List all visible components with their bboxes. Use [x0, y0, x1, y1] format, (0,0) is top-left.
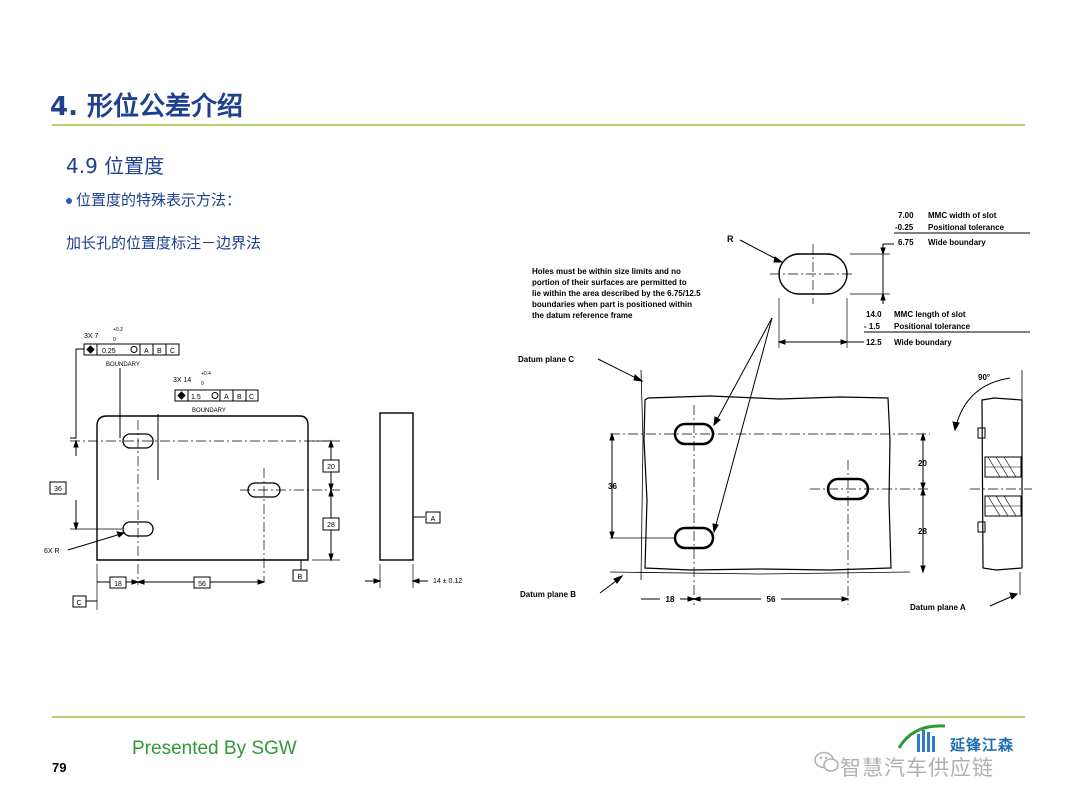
svg-text:12.5: 12.5 [866, 338, 882, 347]
svg-text:+0.2: +0.2 [113, 327, 123, 333]
svg-text:+0.4: +0.4 [201, 371, 211, 377]
svg-text:Wide boundary: Wide boundary [928, 238, 986, 247]
svg-text:0: 0 [113, 337, 116, 343]
header-divider [52, 124, 1025, 126]
svg-text:MMC length of slot: MMC length of slot [894, 310, 966, 319]
svg-text:Positional tolerance: Positional tolerance [928, 223, 1005, 232]
left-drawing: 3X 7 +0.2 0 0.25 A B C BOUNDARY 3X 14 +0… [44, 327, 462, 610]
datum-plane-b: Datum plane B [520, 590, 576, 599]
svg-text:A: A [144, 348, 149, 355]
svg-text:7.00: 7.00 [898, 211, 914, 220]
method-text: 加长孔的位置度标注－边界法 [66, 234, 262, 252]
watermark-text: 智慧汽车供应链 [840, 756, 994, 780]
svg-text:B: B [237, 394, 242, 401]
note-line-1: Holes must be within size limits and no [532, 267, 681, 276]
side-view [379, 412, 414, 561]
page-number: 79 [52, 760, 67, 775]
svg-text:Wide boundary: Wide boundary [894, 338, 952, 347]
svg-text:A: A [224, 394, 229, 401]
fcf2 [174, 389, 259, 402]
svg-text:B: B [157, 348, 162, 355]
callout2-qty: 3X 14 [173, 377, 191, 384]
r-dim-36: 36 [608, 482, 617, 491]
dim-18: 18 [114, 581, 122, 588]
svg-text:6.75: 6.75 [898, 238, 914, 247]
note-line-4: boundaries when part is positioned withi… [532, 300, 692, 309]
angle-90: 90° [978, 373, 990, 382]
side-section [981, 397, 1023, 571]
datum-plane-c: Datum plane C [518, 355, 574, 364]
svg-text:-0.25: -0.25 [895, 223, 914, 232]
dim-36: 36 [54, 486, 62, 493]
section-subtitle: 4.9 位置度 [66, 154, 165, 178]
svg-text:14.0: 14.0 [866, 310, 882, 319]
brand-logo-icon [897, 724, 946, 752]
note-line-3: lie within the area described by the 6.7… [532, 289, 701, 298]
datum-c-label: C [76, 600, 81, 607]
r-dim-18: 18 [666, 595, 675, 604]
svg-text:MMC width of slot: MMC width of slot [928, 211, 997, 220]
r-dim-56: 56 [767, 595, 776, 604]
footer-divider [52, 716, 1025, 718]
fcf1-tol: 0.25 [102, 348, 116, 355]
dim-28: 28 [327, 522, 335, 529]
r-dim-20: 20 [918, 459, 927, 468]
svg-text:C: C [249, 394, 254, 401]
brand-name: 延锋江森 [950, 736, 1015, 754]
svg-text:Positional tolerance: Positional tolerance [894, 322, 971, 331]
datum-a-label: A [431, 516, 436, 523]
callout1-qty: 3X 7 [84, 333, 99, 340]
part-outline [96, 415, 309, 561]
boundary-label-2: BOUNDARY [192, 408, 226, 414]
right-drawing: Holes must be within size limits and no … [518, 211, 1032, 612]
svg-text:- 1.5: - 1.5 [864, 322, 881, 331]
boundary-label-1: BOUNDARY [106, 362, 140, 368]
svg-text:0: 0 [201, 381, 204, 387]
r-dim-28: 28 [918, 527, 927, 536]
wechat-icon [814, 751, 839, 772]
position-symbol-icon [86, 345, 95, 354]
r-label: R [727, 234, 734, 244]
dim-thickness: 14 ± 0.12 [433, 578, 462, 585]
svg-text:1.5: 1.5 [191, 394, 201, 401]
datum-b-label: B [298, 574, 303, 581]
part-rough-outline [643, 395, 892, 571]
note-line-2: portion of their surfaces are permitted … [532, 278, 687, 287]
bullet-item: 位置度的特殊表示方法： [66, 189, 241, 210]
svg-text:C: C [170, 348, 175, 355]
mmc-icon [130, 346, 138, 353]
dim-56: 56 [198, 581, 206, 588]
dim-20: 20 [327, 464, 335, 471]
datum-plane-a: Datum plane A [910, 603, 966, 612]
bullet-text: 位置度的特殊表示方法： [76, 191, 242, 209]
slide-title: 4. 形位公差介绍 [50, 92, 244, 122]
note-line-5: the datum reference frame [532, 311, 633, 320]
footer-presenter: Presented By SGW [132, 738, 297, 759]
radius-label: 6X R [44, 548, 60, 555]
bullet-dot-icon [66, 197, 72, 204]
